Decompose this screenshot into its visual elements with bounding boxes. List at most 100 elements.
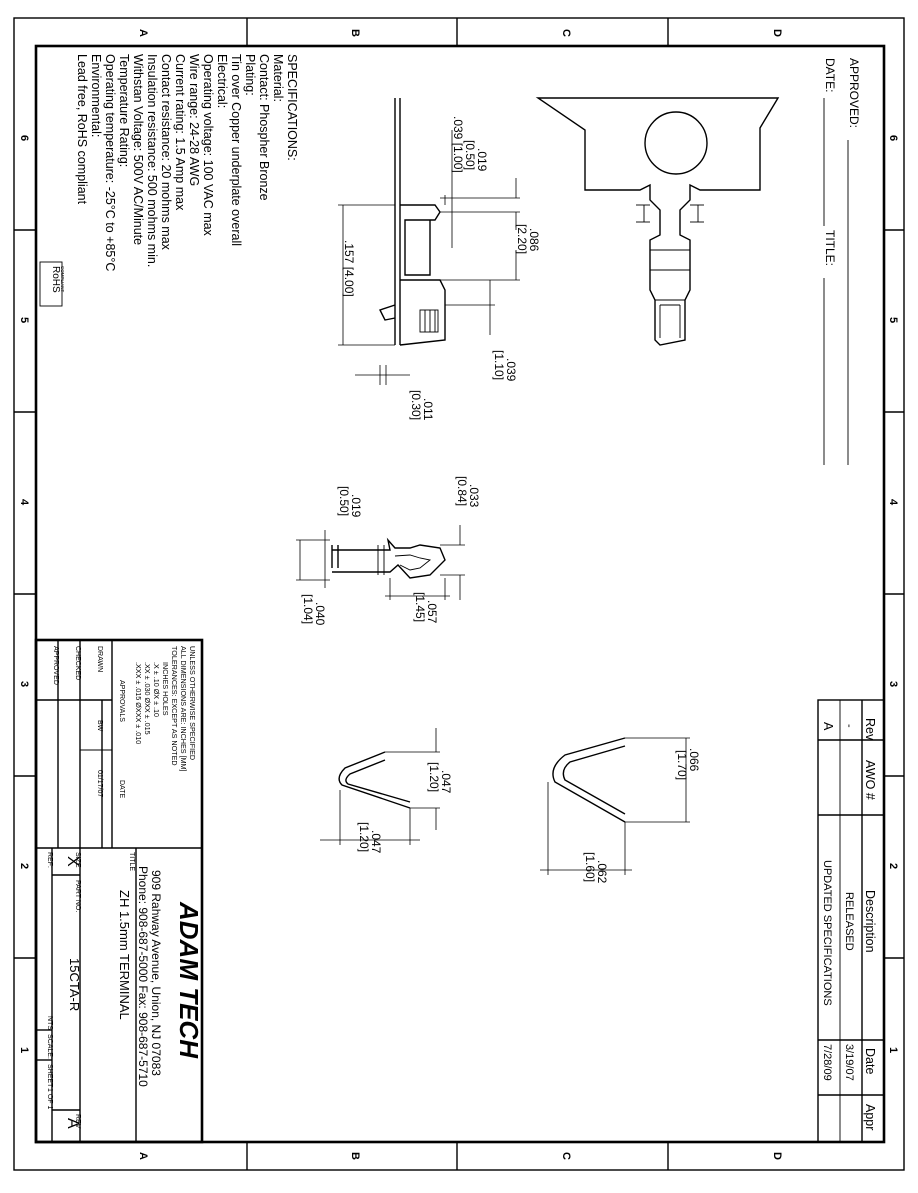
terminal-top-view (535, 97, 780, 346)
zone-number-right-5: 5 (887, 317, 899, 323)
company-address: 909 Rahway Avenue, Union, NJ 07083 (149, 870, 163, 1076)
dim-047-b-mm: [1.20] (357, 822, 371, 852)
dim-039-b-in: .039 (504, 358, 518, 382)
zone-number-left-5: 5 (18, 317, 30, 323)
zone-number-right-4: 4 (887, 499, 899, 506)
tol-line-6: .XXX ± .015 ØXXX ± .010 (134, 662, 143, 744)
spec-line-1: Material: (271, 54, 285, 102)
spec-line-15: Lead free, RoHS compliant (75, 54, 89, 205)
part-no-label: PART NO. (74, 880, 81, 912)
dim-040-in: .040 (313, 602, 327, 626)
zone-number-left-1: 1 (18, 1047, 30, 1053)
date-header: Date (863, 1048, 877, 1074)
zone-letter-bottom-b: B (349, 1152, 361, 1160)
rohs-logo: RoHS COMPLIANT (39, 261, 65, 307)
dim-019-b-in: .019 (349, 494, 363, 518)
approved-label-tb: APPROVED (52, 646, 59, 685)
rev-row-0-desc: RELEASED (843, 892, 855, 951)
title-block (34, 638, 204, 1144)
spec-line-6: Operating voltage: 100 VAC max (201, 54, 215, 237)
dim-011-in: .011 (421, 398, 435, 421)
tol-line-5: .XX ± .030 ØXX ± .015 (143, 662, 152, 735)
crimp-view-large (552, 737, 626, 823)
spec-line-4: Tin over Copper underplate overall (229, 54, 243, 246)
wire-hole (644, 111, 708, 175)
zone-number-left-6: 6 (18, 135, 30, 141)
zone-number-right-6: 6 (887, 135, 899, 141)
rev-row-1-desc: UPDATED SPECIFICATIONS (821, 860, 833, 1006)
crimp-view-small (338, 751, 411, 809)
dim-086-in: .086 (527, 228, 541, 252)
scale-value: NTS (46, 1016, 53, 1030)
approvals-date-label: DATE (118, 780, 125, 798)
rev-header: Rev (863, 718, 877, 741)
appr-header: Appr (863, 1104, 877, 1130)
dim-057-in: .057 (425, 600, 439, 624)
dim-157: .157 [4.00] (342, 240, 356, 297)
title-block-title-label: TITLE (128, 852, 135, 871)
spec-line-11: Withstan Voltage: 500V AC/Minute (131, 54, 145, 245)
spec-line-13: Operating temperature: -25°C to +85°C (103, 54, 117, 271)
dim-019-b-mm: [0.50] (337, 486, 351, 516)
crimp-small-dimensions (320, 728, 440, 845)
title-block-title: ZH 1.5mm TERMINAL (117, 890, 132, 1020)
zone-letter-bottom-a: A (137, 1152, 149, 1160)
zone-letter-top-c: C (560, 29, 572, 37)
spec-line-14: Environmental: (89, 54, 103, 137)
zone-number-right-3: 3 (887, 681, 899, 687)
tol-line-2: TOLERANCES: EXCEPT AS NOTED (170, 646, 179, 766)
rohs-text: RoHS (50, 266, 61, 293)
awo-header: AWO # (863, 760, 877, 800)
dim-086-mm: [2.20] (515, 224, 529, 254)
rev-row-0-date: 3/19/07 (843, 1044, 855, 1081)
ref-label: REF: (46, 852, 53, 868)
scale-label: SCALE: (46, 1034, 53, 1059)
dim-066-mm: [1.70] (675, 750, 689, 780)
dim-019-mm: [0.50] (463, 140, 477, 170)
spec-line-7: Wire range: 24-28 AWG (187, 54, 201, 186)
specifications-block: SPECIFICATIONS: Material: Contact: Phosp… (75, 54, 299, 271)
side-view-dimensions (338, 130, 520, 385)
dim-047-a-in: .047 (439, 770, 453, 794)
zone-number-left-2: 2 (18, 863, 30, 869)
spec-line-2: Contact: Phospher Bronze (257, 54, 271, 201)
size-label: SIZE (74, 852, 81, 868)
spec-line-3: Plating: (243, 54, 257, 96)
spec-line-8: Current rating: 1.5 Amp max (173, 54, 187, 211)
company-phone: Phone: 908-687-5000 Fax: 908-687-5710 (136, 866, 150, 1087)
zone-number-left-3: 3 (18, 681, 30, 687)
dim-066-in: .066 (687, 748, 701, 772)
spec-line-10: Insulation resistance: 500 mohms min. (145, 54, 159, 267)
rev-value-tb: A (64, 1118, 81, 1129)
dim-019-in: .019 (475, 148, 489, 172)
company-name: ADAM TECH (174, 901, 204, 1059)
dim-062-in: .062 (595, 860, 609, 884)
spec-line-9: Contact resistance: 20 mohms max (159, 54, 173, 251)
checked-label: CHECKED (74, 646, 81, 680)
drawn-date: 01/17/07 (96, 770, 103, 797)
size-value: X (64, 856, 81, 867)
dim-062-mm: [1.60] (583, 852, 597, 882)
rohs-compliant-text: COMPLIANT (60, 266, 65, 293)
dim-047-b-in: .047 (369, 830, 383, 854)
dim-040-mm: [1.04] (301, 594, 315, 624)
approvals-label: APPROVALS (118, 680, 125, 722)
tol-line-1: ALL DIMENSIONS ARE: INCHES [MM] (179, 646, 188, 772)
spec-line-0: SPECIFICATIONS: (285, 54, 299, 161)
dim-011-mm: [0.30] (409, 390, 423, 420)
zone-ticks (14, 18, 904, 1170)
sheet-label: SHEET (46, 1064, 53, 1088)
zone-number-right-2: 2 (887, 863, 899, 869)
rev-row-1-rev: A (821, 722, 835, 731)
dim-039-b-mm: [1.10] (492, 350, 506, 380)
rev-label-tb: REV (74, 1114, 81, 1129)
revision-table (817, 699, 885, 1143)
spec-line-5: Electrical: (215, 54, 229, 108)
rev-row-0-rev: - (843, 724, 855, 728)
zone-letter-bottom-d: D (771, 1152, 783, 1160)
zone-number-right-1: 1 (887, 1047, 899, 1053)
terminal-side-view (379, 98, 446, 346)
approved-label: APPROVED: (847, 58, 861, 128)
